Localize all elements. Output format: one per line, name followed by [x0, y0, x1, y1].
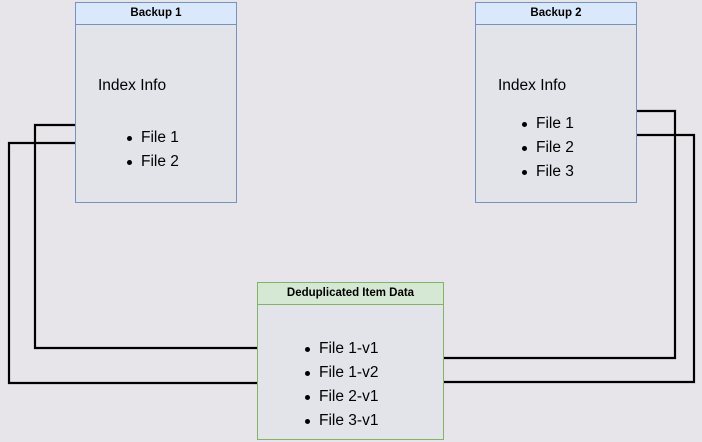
- backup2-index-info-label: Index Info: [498, 77, 567, 94]
- node-backup1-title: Backup 1: [75, 2, 237, 25]
- node-deduplicated-item-data[interactable]: Deduplicated Item Data File 1-v1 File 1-…: [257, 282, 444, 440]
- node-backup2[interactable]: Backup 2 Index Info File 1 File 2 File 3: [475, 2, 637, 203]
- list-item[interactable]: File 3-v1: [302, 409, 378, 433]
- list-item[interactable]: File 1: [124, 126, 179, 150]
- list-item[interactable]: File 2: [124, 150, 179, 174]
- list-item[interactable]: File 2-v1: [302, 385, 378, 409]
- backup1-file-list: File 1 File 2: [124, 126, 179, 174]
- node-dedup-title: Deduplicated Item Data: [257, 282, 444, 305]
- node-backup1-body: Index Info File 1 File 2: [75, 25, 237, 203]
- list-item[interactable]: File 3: [519, 160, 574, 184]
- list-item[interactable]: File 1-v2: [302, 361, 378, 385]
- backup1-index-info-label: Index Info: [98, 77, 167, 94]
- node-backup2-body: Index Info File 1 File 2 File 3: [475, 25, 637, 203]
- node-backup1[interactable]: Backup 1 Index Info File 1 File 2: [75, 2, 237, 203]
- node-backup2-title: Backup 2: [475, 2, 637, 25]
- node-dedup-body: File 1-v1 File 1-v2 File 2-v1 File 3-v1: [257, 305, 444, 440]
- list-item[interactable]: File 2: [519, 136, 574, 160]
- list-item[interactable]: File 1: [519, 112, 574, 136]
- dedup-file-list: File 1-v1 File 1-v2 File 2-v1 File 3-v1: [302, 337, 378, 433]
- list-item[interactable]: File 1-v1: [302, 337, 378, 361]
- backup2-file-list: File 1 File 2 File 3: [519, 112, 574, 184]
